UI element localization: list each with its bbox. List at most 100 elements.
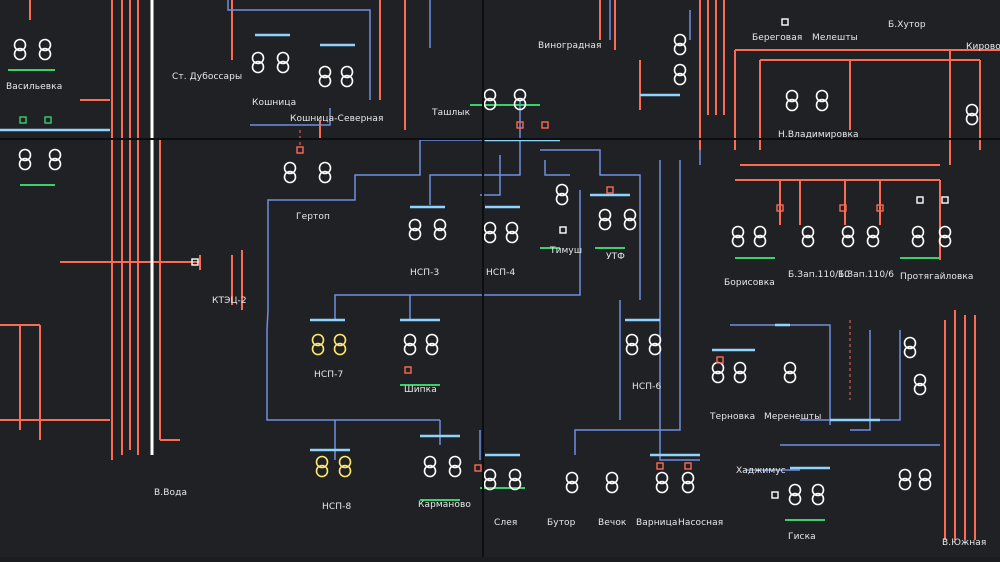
transformer-icon (513, 88, 527, 111)
station-label-butor: Бутор (547, 518, 576, 528)
station-label-b-khutor: Б.Хутор (888, 20, 926, 30)
breaker-icon (296, 146, 304, 154)
transformer-icon (625, 333, 639, 356)
transformer-icon (333, 333, 347, 356)
station-label-vochok: Вечок (598, 518, 627, 528)
transformer-icon (673, 33, 687, 56)
transformer-icon (251, 51, 265, 74)
breaker-icon (606, 186, 614, 194)
breaker-icon (474, 464, 482, 472)
station-label-varnitsa: Варница (636, 518, 678, 528)
transformer-icon (423, 455, 437, 478)
transformer-icon (785, 89, 799, 112)
station-label-protyagailovka: Протягайловка (900, 272, 974, 282)
transformer-icon (733, 361, 747, 384)
breaker-icon (771, 491, 779, 499)
transformer-icon (913, 373, 927, 396)
transformer-icon (483, 468, 497, 491)
breaker-icon (516, 121, 524, 129)
transformer-icon (815, 89, 829, 112)
transformer-icon (483, 88, 497, 111)
green-breakers (8, 69, 940, 521)
station-label-vinogradnaya: Виноградная (538, 41, 602, 51)
station-label-khadzhimus: Хаджимус (736, 466, 786, 476)
transformer-icon (605, 471, 619, 494)
breaker-icon (716, 356, 724, 364)
breaker-symbols (19, 18, 949, 499)
breaker-icon (781, 18, 789, 26)
transformer-icon (565, 471, 579, 494)
station-label-ktets2: КТЭЦ-2 (212, 296, 247, 306)
station-label-timush: Тимуш (550, 246, 583, 256)
transformer-icon (811, 483, 825, 506)
transformer-icon (731, 225, 745, 248)
transformer-symbols (13, 33, 979, 506)
transformer-icon (505, 221, 519, 244)
transformer-icon (425, 333, 439, 356)
transformer-icon (433, 218, 447, 241)
breaker-icon (776, 204, 784, 212)
transformer-icon (623, 208, 637, 231)
transformer-icon (13, 38, 27, 61)
station-label-n-vladimirovka: Н.Владимировка (778, 130, 859, 140)
station-label-nasosnaya: Насосная (678, 518, 724, 528)
breaker-icon (19, 116, 27, 124)
transformer-icon (903, 336, 917, 359)
transformer-icon (655, 471, 669, 494)
station-label-borisovka: Борисовка (724, 278, 775, 288)
transformer-icon (276, 51, 290, 74)
transformer-icon (318, 161, 332, 184)
transformer-icon (801, 225, 815, 248)
transformer-icon (283, 161, 297, 184)
transformer-icon (48, 148, 62, 171)
station-label-shipka: Шипка (404, 385, 437, 395)
transformer-icon (448, 455, 462, 478)
station-label-karmanovo: Карманово (418, 500, 472, 510)
transformer-icon (483, 221, 497, 244)
station-label-nsp4: НСП-4 (486, 268, 516, 278)
red-110kv-lines (0, 0, 1000, 540)
breaker-icon (876, 204, 884, 212)
blue-35kv-lines (227, 0, 940, 471)
transformer-icon (753, 225, 767, 248)
breaker-icon (559, 226, 567, 234)
transformer-icon (315, 455, 329, 478)
station-label-b-zap-110-10: Б.Зап.110/10 (788, 270, 850, 280)
transformer-icon (911, 225, 925, 248)
station-label-vasilevka: Васильевка (6, 82, 63, 92)
transformer-icon (938, 225, 952, 248)
transformer-icon (648, 333, 662, 356)
transformer-icon (965, 103, 979, 126)
transformer-icon (18, 148, 32, 171)
breaker-icon (684, 462, 692, 470)
transformer-icon (783, 361, 797, 384)
transformer-icon (555, 183, 569, 206)
station-label-koshnitsa-severnaya: Кошница-Северная (290, 114, 384, 124)
station-label-giska: Гиска (788, 532, 816, 542)
station-label-st-dubossary: Ст. Дубоссары (172, 72, 243, 82)
breaker-icon (541, 121, 549, 129)
transformer-icon (340, 65, 354, 88)
station-label-nsp8: НСП-8 (322, 502, 352, 512)
station-label-koshnitsa: Кошница (252, 98, 297, 108)
cyan-bus-bars (0, 33, 880, 470)
breaker-icon (191, 258, 199, 266)
transformer-icon (408, 218, 422, 241)
station-label-kirovskaya: Кирово (966, 42, 1000, 52)
transformer-icon (841, 225, 855, 248)
transformer-icon (673, 63, 687, 86)
transformer-icon (508, 468, 522, 491)
transformer-icon (598, 208, 612, 231)
screen-seam-vertical (482, 0, 484, 557)
station-label-nsp3: НСП-3 (410, 268, 440, 278)
station-label-gertop: Гертоп (296, 212, 330, 222)
station-label-b-yuzhnaya: В.Южная (942, 538, 987, 548)
breaker-icon (916, 196, 924, 204)
transformer-icon (311, 333, 325, 356)
station-label-nsp6: НСП-6 (632, 382, 662, 392)
station-label-beregovaya: Береговая (752, 33, 803, 43)
screen-seam-horizontal (0, 138, 1000, 140)
station-label-tashlyk: Ташлык (432, 108, 471, 118)
